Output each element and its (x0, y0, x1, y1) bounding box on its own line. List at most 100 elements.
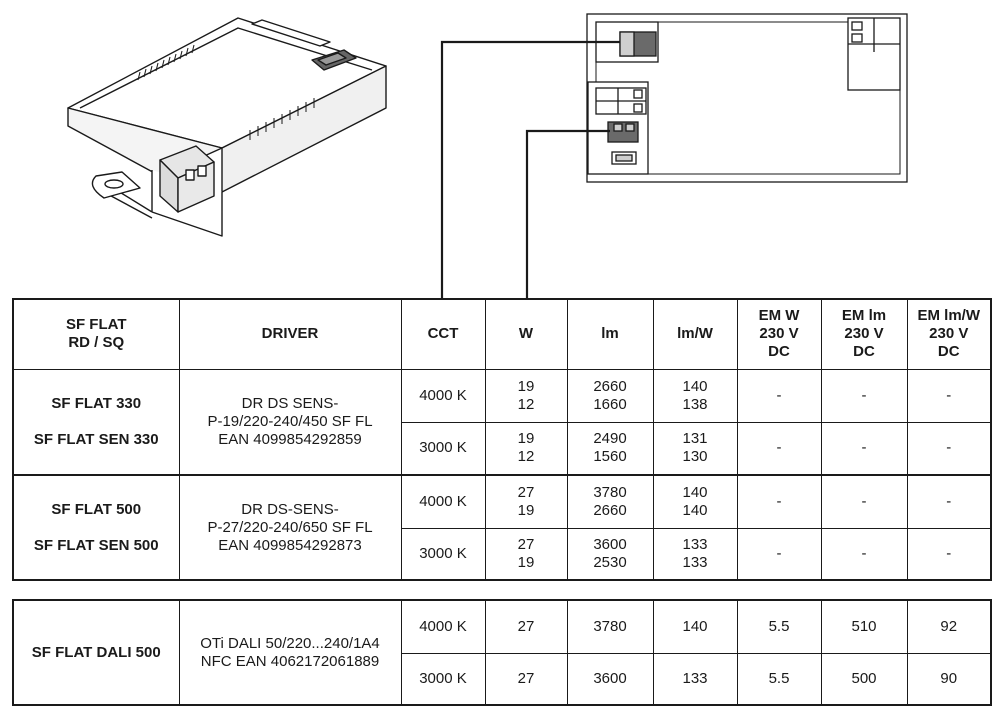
lm-value: 1660 (593, 395, 627, 413)
lmw-cell: 133 (652, 652, 738, 706)
em-lm-cell: - (820, 421, 908, 476)
table-row: 3000 K 27 3600 133 5.5 500 90 (13, 652, 992, 706)
header-driver: DRIVER (178, 298, 402, 370)
w-cell: 27 (484, 599, 568, 654)
header-em-lm-line-3: DC (853, 343, 875, 361)
header-row: SF FLAT RD / SQ DRIVER CCT W lm lm/W EM … (12, 298, 992, 370)
driver-cell: DR DS SENS- P-19/220-240/450 SF FL EAN 4… (178, 368, 402, 476)
vent-slots (137, 44, 315, 140)
header-em-w: EM W 230 V DC (736, 298, 822, 370)
driver-line: P-27/220-240/650 SF FL (207, 518, 373, 536)
leader-lines (440, 40, 620, 300)
model-cell: SF FLAT 330 SF FLAT SEN 330 (12, 368, 180, 476)
header-w: W (484, 298, 568, 370)
em-w-cell: - (736, 421, 822, 476)
em-lmw-cell: - (906, 474, 992, 529)
lm-value: 3600 (593, 535, 627, 553)
header-model-line-1: SF FLAT (65, 316, 127, 334)
driver-cell: DR DS-SENS- P-27/220-240/650 SF FL EAN 4… (178, 474, 402, 581)
w-cell: 27 (484, 652, 568, 706)
lm-cell: 3780 (566, 599, 654, 654)
model-name-sen: SF FLAT SEN 500 (33, 536, 159, 554)
em-lmw-cell: 92 (906, 599, 992, 654)
lmw-value: 140 (682, 377, 708, 395)
lm-value: 3780 (593, 483, 627, 501)
header-em-lm-line-1: EM lm (841, 307, 887, 325)
w-value: 19 (517, 501, 535, 519)
driver-line: OTi DALI 50/220...240/1A4 (200, 634, 380, 652)
driver-cell: OTi DALI 50/220...240/1A4 NFC EAN 406217… (178, 599, 402, 706)
em-w-cell: - (736, 527, 822, 581)
em-lmw-cell: 90 (906, 652, 992, 706)
w-value: 27 (517, 483, 535, 501)
em-w-cell: 5.5 (736, 652, 822, 706)
cct-cell: 4000 K (400, 368, 486, 423)
model-cell: SF FLAT 500 SF FLAT SEN 500 (12, 474, 180, 581)
w-value: 12 (517, 395, 535, 413)
top-view-drawing (586, 13, 908, 183)
lmw-value: 131 (682, 430, 708, 448)
em-lmw-cell: - (906, 421, 992, 476)
header-em-w-line-2: 230 V (759, 325, 799, 343)
header-em-w-line-1: EM W (758, 307, 800, 325)
header-em-w-line-3: DC (768, 343, 790, 361)
table-row: SF FLAT 330 SF FLAT SEN 330 DR DS SENS- … (12, 368, 992, 476)
driver-line: DR DS-SENS- (241, 500, 339, 518)
driver-line: NFC EAN 4062172061889 (200, 652, 380, 670)
w-value: 19 (517, 377, 535, 395)
lm-value: 1560 (593, 448, 627, 466)
em-lm-cell: - (820, 474, 908, 529)
header-em-lmw: EM lm/W 230 V DC (906, 298, 992, 370)
em-lm-cell: 510 (820, 599, 908, 654)
lmw-value: 140 (682, 483, 708, 501)
driver-line: P-19/220-240/450 SF FL (207, 412, 373, 430)
lmw-value: 138 (682, 395, 708, 413)
cct-cell: 4000 K (400, 599, 486, 654)
em-lm-cell: - (820, 527, 908, 581)
cct-cell: 3000 K (400, 527, 486, 581)
w-value: 19 (517, 553, 535, 571)
lmw-value: 133 (682, 553, 708, 571)
model-cell: SF FLAT DALI 500 (12, 599, 180, 706)
model-name: SF FLAT 500 (51, 500, 142, 518)
cct-cell: 3000 K (400, 652, 486, 706)
header-model-line-2: RD / SQ (68, 334, 125, 352)
header-em-lmw-line-2: 230 V (929, 325, 969, 343)
w-value: 27 (517, 535, 535, 553)
spec-table-1: SF FLAT RD / SQ DRIVER CCT W lm lm/W EM … (12, 298, 992, 581)
header-lm: lm (566, 298, 654, 370)
em-w-cell: - (736, 368, 822, 423)
driver-line: DR DS SENS- (241, 394, 339, 412)
w-value: 12 (517, 448, 535, 466)
driver-unit-drawing (67, 17, 387, 237)
table-row: SF FLAT DALI 500 OTi DALI 50/220...240/1… (12, 599, 992, 706)
lmw-cell: 140 (652, 599, 738, 654)
lm-cell: 3600 (566, 652, 654, 706)
lm-value: 2660 (593, 501, 627, 519)
header-em-lm-line-2: 230 V (844, 325, 884, 343)
em-lmw-cell: - (906, 368, 992, 423)
header-model: SF FLAT RD / SQ (12, 298, 180, 370)
spec-table-2: SF FLAT DALI 500 OTi DALI 50/220...240/1… (12, 599, 992, 706)
em-w-cell: - (736, 474, 822, 529)
technical-illustration (67, 13, 908, 300)
lm-value: 2530 (593, 553, 627, 571)
model-name-sen: SF FLAT SEN 330 (33, 430, 159, 448)
lmw-value: 133 (682, 535, 708, 553)
driver-line: EAN 4099854292859 (218, 430, 362, 448)
w-value: 19 (517, 430, 535, 448)
cct-cell: 4000 K (400, 474, 486, 529)
em-w-cell: 5.5 (736, 599, 822, 654)
